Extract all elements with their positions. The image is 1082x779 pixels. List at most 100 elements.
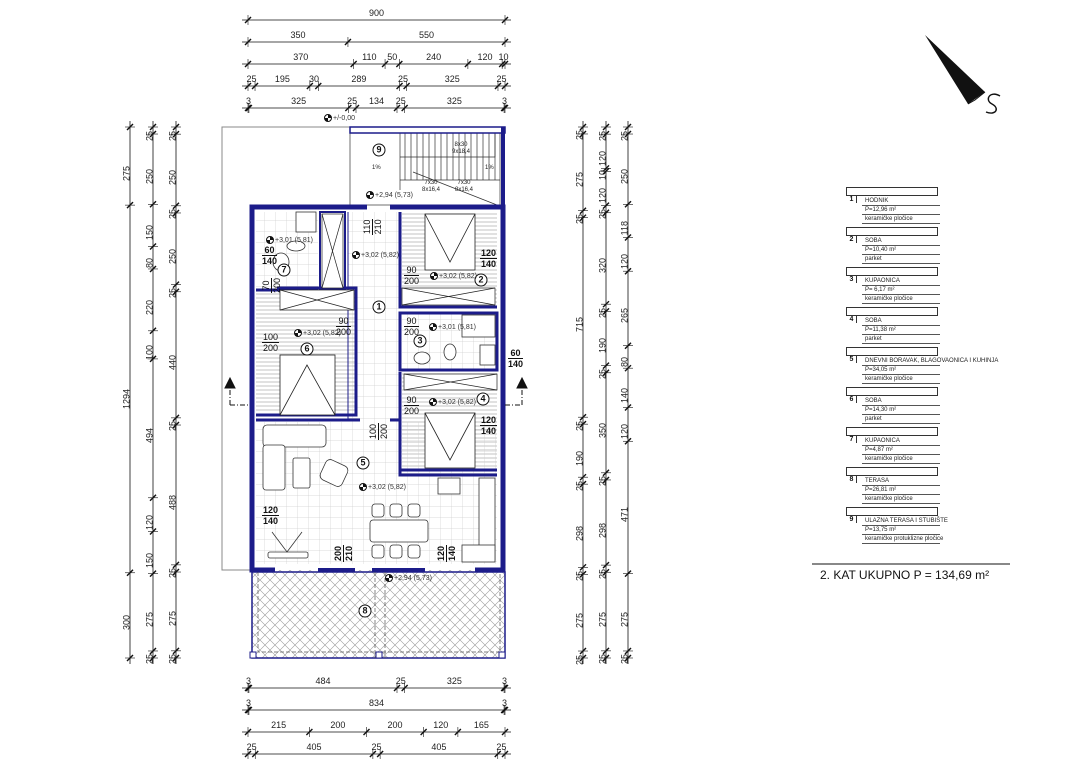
level-icon: [366, 191, 374, 199]
dimension-label: 405: [306, 742, 322, 752]
dimension-label: 195: [274, 74, 290, 84]
dimension-label: 25: [167, 288, 178, 299]
dimension-tick: [579, 420, 587, 428]
dimension-label: 3: [502, 96, 508, 106]
dimension-tick: [172, 647, 180, 655]
dimension-tick: [501, 16, 509, 24]
legend-item-header: 2: [846, 227, 938, 243]
dimension-tick: [149, 123, 157, 131]
dimension-tick: [251, 82, 259, 90]
dimension-tick: [579, 413, 587, 421]
dimension-tick: [494, 82, 502, 90]
dimension-tick: [244, 82, 252, 90]
dimension-label: 200: [387, 720, 403, 730]
legend-item-name: SOBA: [862, 237, 940, 246]
dimension-tick: [501, 684, 509, 692]
dimension-label: 25: [574, 214, 585, 225]
dimension-tick: [172, 568, 180, 576]
dimension-tick: [172, 209, 180, 217]
dimension-label: 120: [144, 514, 155, 530]
dimension-label: 250: [144, 169, 155, 185]
dimension-tick: [126, 123, 134, 131]
dimension-tick: [501, 706, 509, 714]
dimension-label: 25: [144, 130, 155, 141]
dimension-tick: [602, 362, 610, 370]
legend-item-material: keramičke pločice: [862, 495, 940, 504]
room-number-7: 7: [277, 263, 291, 277]
dimension-label: 3: [245, 676, 251, 686]
dimension-label: 120: [619, 424, 630, 440]
dimension-label: 405: [431, 742, 447, 752]
legend-item-header: 7: [846, 427, 938, 443]
dimension-label: 120: [597, 188, 608, 204]
dimension-tick: [624, 233, 632, 241]
dimension-label: 494: [144, 428, 155, 444]
dimension-tick: [149, 130, 157, 138]
dimension-tick: [401, 104, 409, 112]
dimension-tick: [172, 561, 180, 569]
dimension-label: 3: [245, 698, 251, 708]
dimension-label: 25: [347, 96, 358, 106]
total-area: 2. KAT UKUPNO P = 134,69 m²: [820, 568, 990, 582]
dimension-tick: [172, 288, 180, 296]
dimension-tick: [149, 528, 157, 535]
dimension-label: 488: [167, 494, 178, 510]
dimension-tick: [126, 654, 134, 662]
dimension-label: 320: [597, 258, 608, 274]
level-icon: [430, 272, 438, 280]
dimension-label: 165: [473, 720, 489, 730]
dimension-label: 120: [597, 151, 608, 167]
dimension-label: 120: [619, 254, 630, 270]
dimension-tick: [579, 570, 587, 578]
dimension-tick: [401, 684, 409, 692]
dimension-label: 118: [619, 220, 630, 236]
dimension-label: 471: [619, 507, 630, 523]
dimension-label: 30: [309, 74, 320, 84]
dimension-tick: [579, 563, 587, 571]
dimension-label: 25: [597, 209, 608, 220]
dimension-tick: [602, 123, 610, 131]
legend-item-number: 7: [847, 436, 857, 443]
level-icon: [266, 236, 274, 244]
dimension-label: 25: [619, 130, 630, 141]
legend-item-material: parket: [862, 415, 940, 424]
dimension-label: 25: [167, 568, 178, 579]
dimension-tick: [306, 82, 314, 90]
dimension-tick: [501, 104, 509, 112]
dimension-label: 80: [144, 257, 155, 268]
dimension-tick: [454, 728, 462, 736]
dimension-label: 25: [246, 74, 257, 84]
dimension-tick: [172, 202, 180, 210]
legend-item-number: 8: [847, 476, 857, 483]
legend-item-number: 3: [847, 276, 857, 283]
dimension-label: 275: [144, 612, 155, 628]
legend-item-number: 2: [847, 236, 857, 243]
dimension-tick: [579, 207, 587, 215]
legend-item-name: HODNIK: [862, 197, 940, 206]
dimension-label: 25: [371, 742, 382, 752]
dimension-tick: [602, 307, 610, 315]
legend-item-material: keramičke pločice: [862, 375, 940, 384]
dimension-label: 440: [167, 354, 178, 370]
dimension-label: 25: [619, 654, 630, 665]
dimension-label: 265: [619, 308, 630, 324]
legend-item-material: keramičke pločice: [862, 455, 940, 464]
legend-item-header: 4: [846, 307, 938, 323]
wardrobes: [279, 213, 498, 391]
dimension-label: 120: [433, 720, 449, 730]
dimension-label: 25: [574, 480, 585, 491]
dimension-lines: [125, 15, 633, 759]
dimension-label: 25: [574, 130, 585, 141]
dimension-label: 240: [426, 52, 442, 62]
dimension-tick: [602, 561, 610, 569]
dimension-tick: [624, 130, 632, 138]
dimension-tick: [624, 342, 632, 350]
dimension-label: 25: [395, 676, 406, 686]
